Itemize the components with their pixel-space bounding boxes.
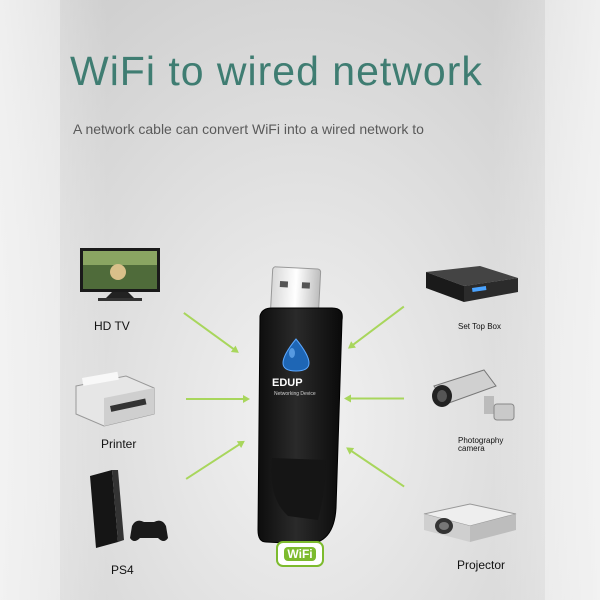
brand-name: EDUP [272,377,303,389]
hdtv-label: HD TV [94,319,130,333]
printer-label: Printer [101,437,137,451]
set-top-box-image [426,266,518,302]
ps4-image [90,470,168,548]
background-panel-right [545,0,600,600]
page-title: WiFi to wired network [70,48,483,94]
camera-image [432,369,515,421]
page-subtitle: A network cable can convert WiFi into a … [73,121,424,137]
camera-label-line2: camera [458,444,485,453]
background-panel-left [0,0,60,600]
arrow-printer [186,395,250,402]
ps4-label: PS4 [111,563,134,577]
brand-tagline: Networking Device [274,391,316,397]
button-icon [282,338,310,372]
projector-image [423,503,517,542]
camera-label-line1: Photography [458,436,504,445]
usb-plug [270,266,322,316]
wifi-logo-text: WiFi [284,547,316,561]
arrow-camera [346,398,404,400]
hdtv-image [80,248,160,301]
brand-logo: EDUP [272,377,303,389]
set-top-box-label: Set Top Box [458,322,501,331]
projector-label: Projector [457,558,506,572]
printer-image [75,371,155,427]
wifi-logo: WiFi [276,541,324,567]
wifi-adapter-device [257,266,343,545]
